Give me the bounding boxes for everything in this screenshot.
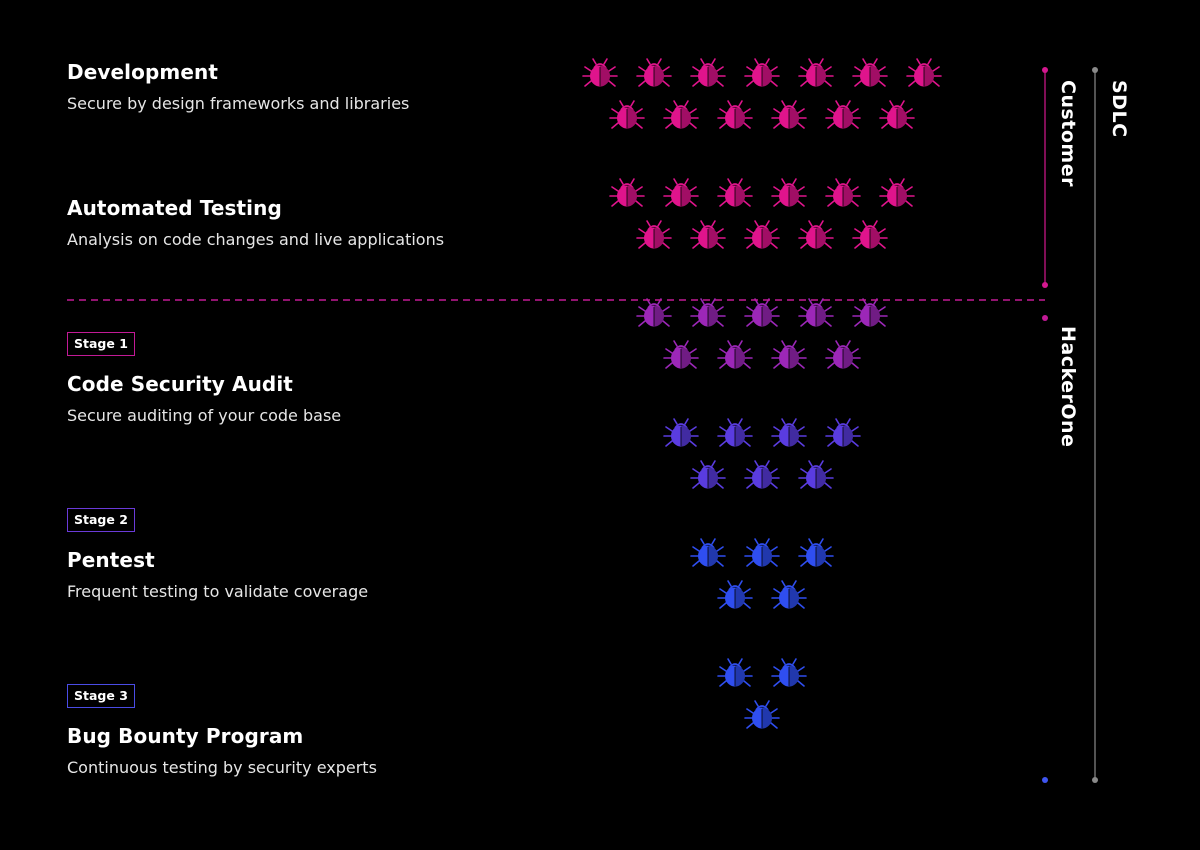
stage-description: Secure by design frameworks and librarie…	[67, 94, 410, 113]
bug-icon	[771, 340, 807, 369]
stage-title: Pentest	[67, 548, 155, 572]
bug-icon	[879, 178, 915, 207]
bug-icon	[825, 100, 861, 129]
stage-badge-3: Stage 3	[67, 684, 135, 708]
stage-description: Analysis on code changes and live applic…	[67, 230, 445, 249]
bug-icon	[663, 178, 699, 207]
bug-icon	[663, 340, 699, 369]
bug-icon	[798, 538, 834, 567]
bug-icon	[717, 340, 753, 369]
bug-icon	[771, 178, 807, 207]
hackerone-line-start-dot	[1042, 315, 1048, 321]
bug-icon	[906, 58, 942, 87]
customer-line-start-dot	[1042, 67, 1048, 73]
bug-icon	[663, 418, 699, 447]
stage-description: Continuous testing by security experts	[67, 758, 377, 777]
stage-bug-bounty-program: Bug Bounty Program Continuous testing by…	[67, 724, 377, 777]
bug-icon	[690, 220, 726, 249]
sdlc-line-start-dot	[1092, 67, 1098, 73]
customer-line-end-dot	[1042, 282, 1048, 288]
bug-icon	[690, 58, 726, 87]
stage-badge-2: Stage 2	[67, 508, 135, 532]
bug-icon	[798, 220, 834, 249]
bug-icon	[771, 658, 807, 687]
bug-icon	[663, 100, 699, 129]
bug-icon	[825, 178, 861, 207]
bug-icon	[798, 298, 834, 327]
bug-icon	[717, 658, 753, 687]
bug-icon	[636, 220, 672, 249]
bug-icon	[717, 580, 753, 609]
bug-icon	[744, 58, 780, 87]
bug-icon	[636, 58, 672, 87]
bug-icon	[825, 340, 861, 369]
bug-icon	[717, 418, 753, 447]
stage-code-security-audit: Code Security Audit Secure auditing of y…	[67, 372, 341, 425]
stage-title: Development	[67, 60, 218, 84]
stage-pentest: Pentest Frequent testing to validate cov…	[67, 548, 368, 601]
stage-badge-1: Stage 1	[67, 332, 135, 356]
stage-title: Code Security Audit	[67, 372, 293, 396]
sdlc-line-end-dot	[1092, 777, 1098, 783]
bug-icon	[636, 298, 672, 327]
hackerone-line-end-dot	[1042, 777, 1048, 783]
bug-icon	[798, 460, 834, 489]
bug-icon	[852, 298, 888, 327]
bug-icon	[852, 58, 888, 87]
bug-icon	[609, 100, 645, 129]
bug-icon	[744, 298, 780, 327]
bug-icon	[690, 298, 726, 327]
bug-icon	[582, 58, 618, 87]
bug-icon	[771, 100, 807, 129]
bug-icon	[852, 220, 888, 249]
bug-icon	[744, 700, 780, 729]
customer-label: Customer	[1057, 80, 1079, 187]
stage-title: Automated Testing	[67, 196, 282, 220]
bug-icon	[717, 178, 753, 207]
bug-icon	[609, 178, 645, 207]
bug-icon	[798, 58, 834, 87]
bug-icon	[771, 580, 807, 609]
stage-description: Secure auditing of your code base	[67, 406, 342, 425]
bug-icon	[825, 418, 861, 447]
bug-icon	[690, 538, 726, 567]
bug-icon	[717, 100, 753, 129]
bug-icon	[744, 220, 780, 249]
stage-automated-testing: Automated Testing Analysis on code chang…	[67, 196, 444, 249]
stage-title: Bug Bounty Program	[67, 724, 304, 748]
stage-description: Frequent testing to validate coverage	[67, 582, 369, 601]
stage-development: Development Secure by design frameworks …	[67, 60, 409, 113]
bug-layer	[582, 58, 942, 729]
bug-icon	[771, 418, 807, 447]
bug-icon	[879, 100, 915, 129]
bug-icon	[690, 460, 726, 489]
hackerone-label: HackerOne	[1057, 326, 1079, 448]
bug-icon	[744, 538, 780, 567]
sdlc-label: SDLC	[1108, 80, 1130, 138]
bug-icon	[744, 460, 780, 489]
